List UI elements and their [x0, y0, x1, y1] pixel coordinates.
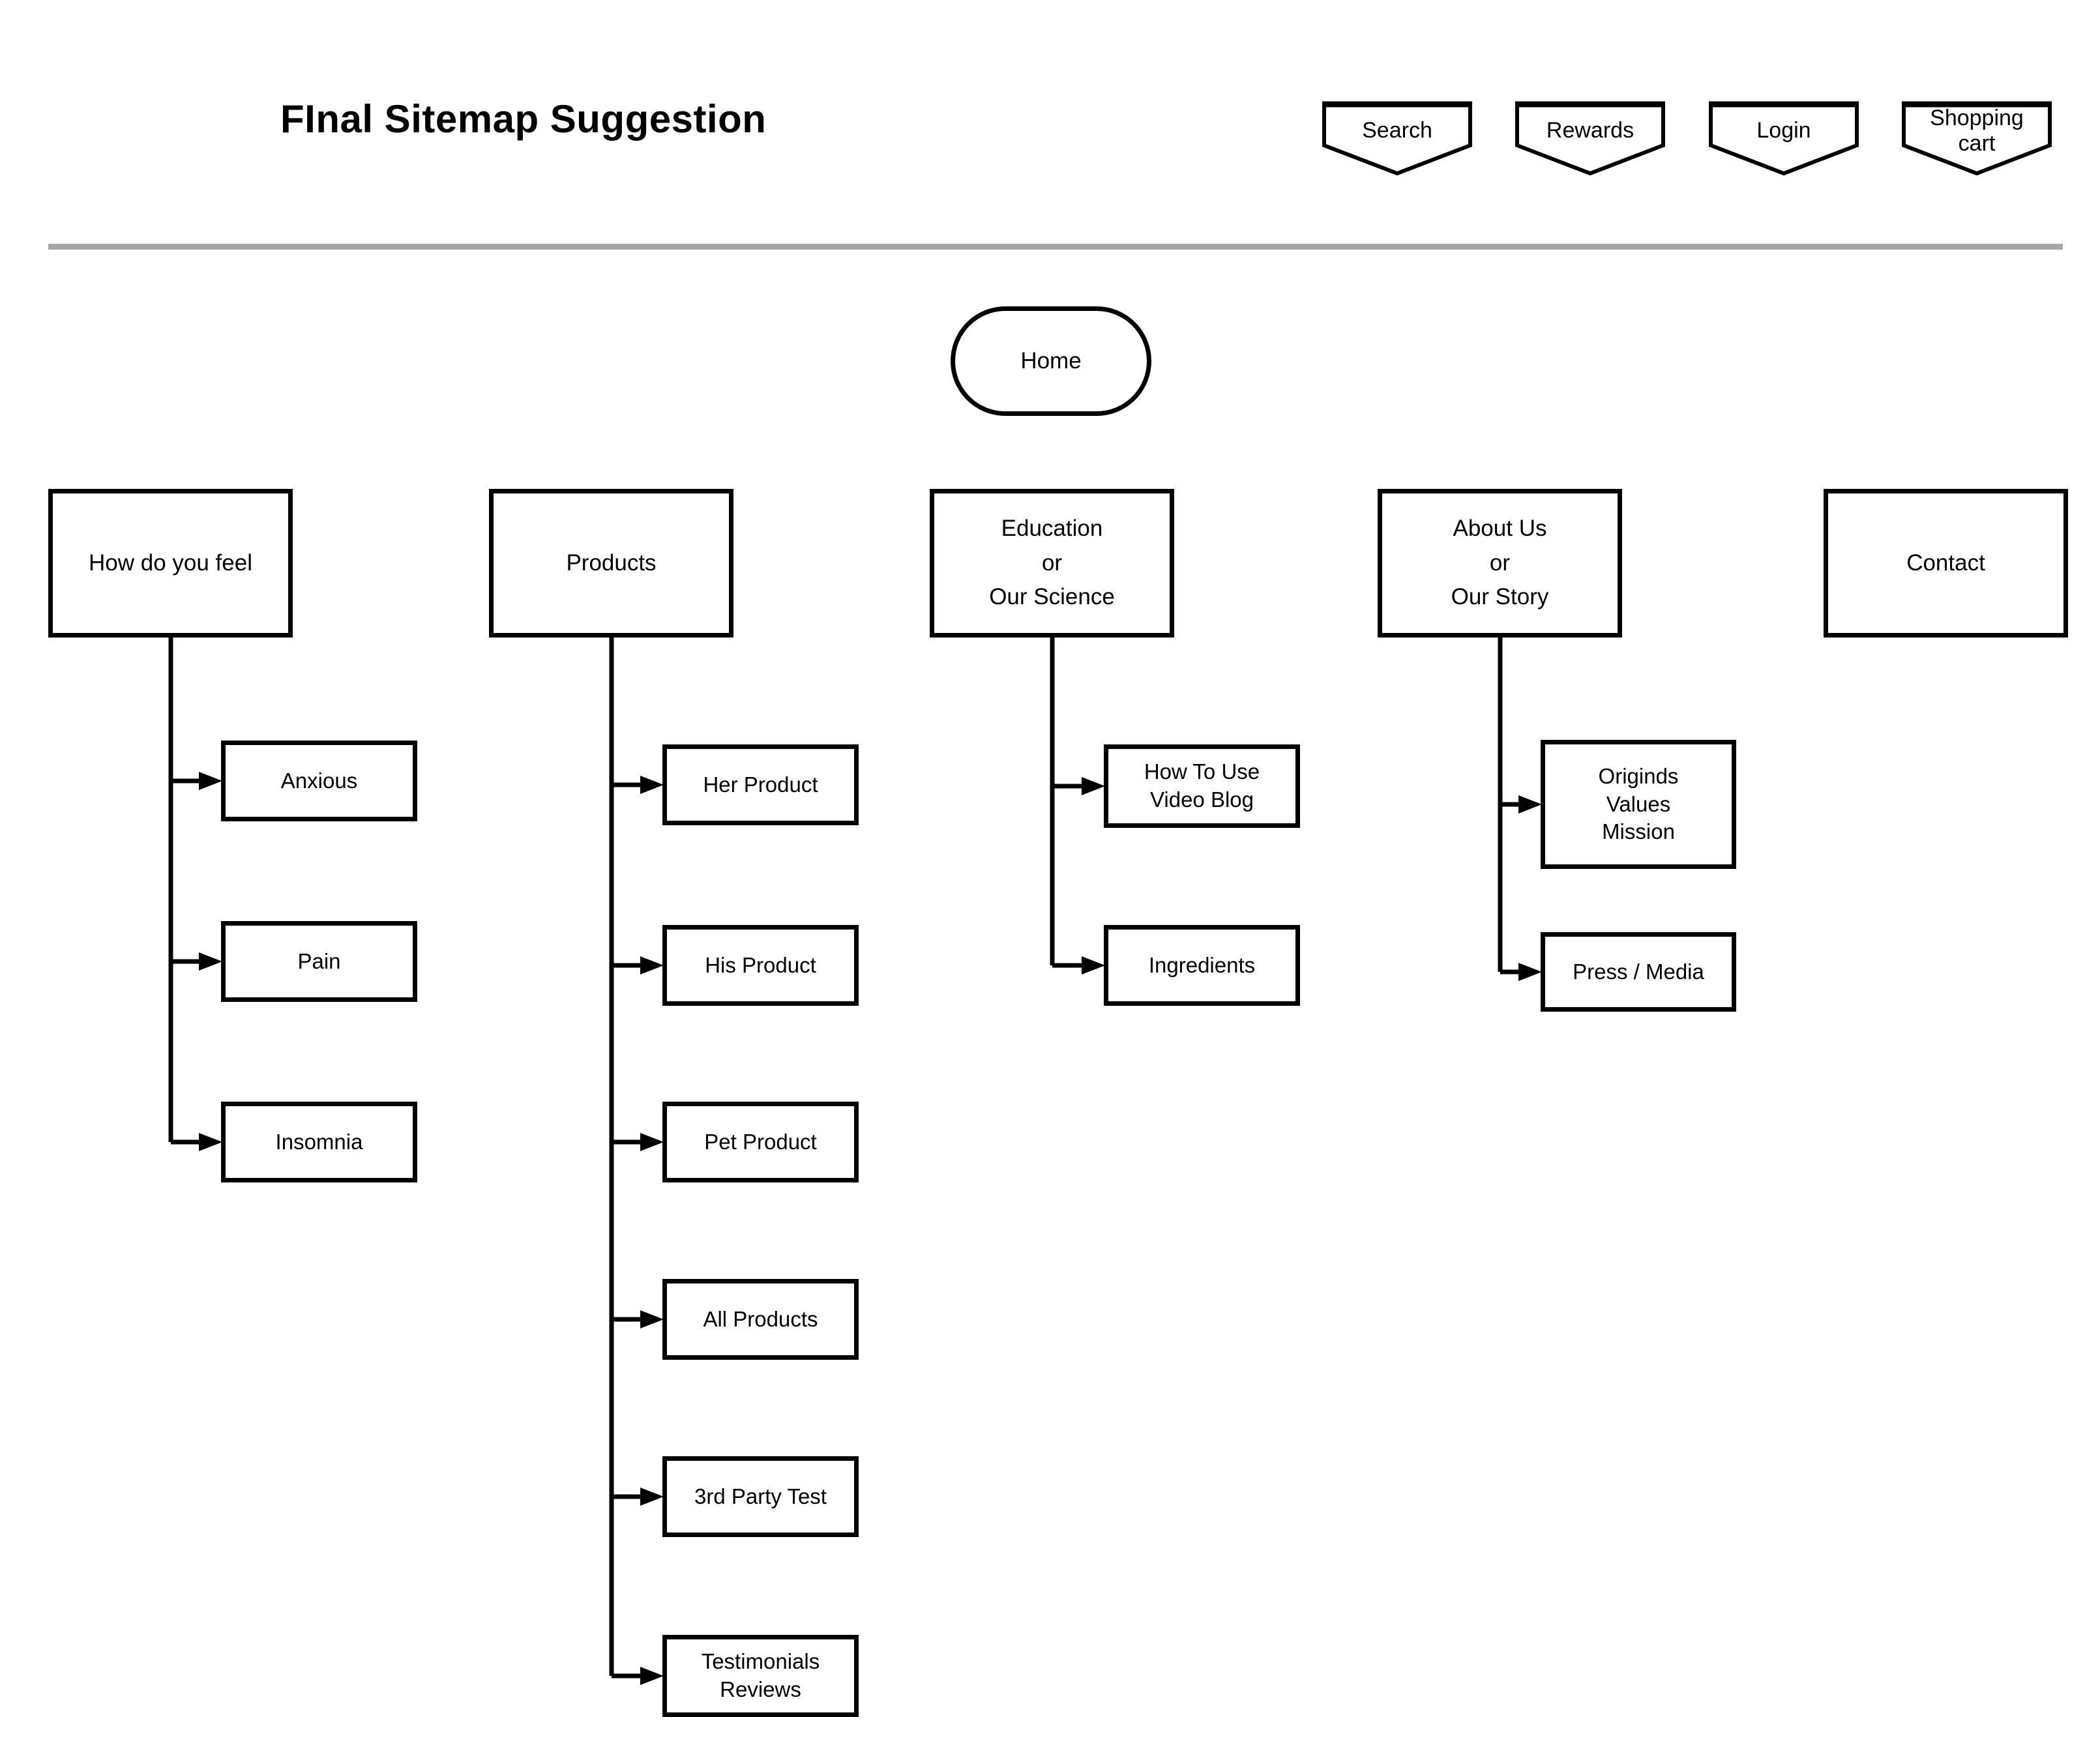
node-how-do-you-feel[interactable]: How do you feel — [48, 489, 293, 638]
node-insomnia[interactable]: Insomnia — [221, 1102, 417, 1182]
banner-label: Search — [1362, 118, 1432, 143]
node-label: How To Use Video Blog — [1144, 759, 1260, 812]
pentagon-banner-icon — [1322, 101, 1472, 176]
node-contact[interactable]: Contact — [1824, 489, 2068, 638]
node-home[interactable]: Home — [951, 306, 1151, 416]
node-label: Pain — [297, 948, 341, 973]
node-label: His Product — [705, 952, 816, 977]
node-label: How do you feel — [89, 550, 252, 576]
node-ingredients[interactable]: Ingredients — [1104, 925, 1300, 1006]
node-label: Her Product — [703, 772, 818, 797]
node-3rd-party-test[interactable]: 3rd Party Test — [662, 1456, 859, 1537]
node-label: Insomnia — [275, 1129, 363, 1154]
node-originds-values-mission[interactable]: Originds Values Mission — [1541, 740, 1736, 869]
node-his-product[interactable]: His Product — [662, 925, 859, 1006]
node-education-our-science[interactable]: Education or Our Science — [930, 489, 1174, 638]
node-about-us-our-story[interactable]: About Us or Our Story — [1378, 489, 1622, 638]
node-products[interactable]: Products — [489, 489, 733, 638]
node-label: Press / Media — [1573, 959, 1704, 984]
node-label: Testimonials Reviews — [701, 1649, 820, 1701]
node-label: Ingredients — [1148, 952, 1256, 977]
pentagon-banner-icon — [1902, 101, 2052, 176]
page-title: FInal Sitemap Suggestion — [280, 97, 767, 141]
node-label: All Products — [703, 1306, 818, 1331]
banner-search[interactable]: Search — [1322, 101, 1472, 176]
node-testimonials-reviews[interactable]: Testimonials Reviews — [662, 1635, 859, 1717]
pentagon-banner-icon — [1709, 101, 1859, 176]
node-label: Education or Our Science — [989, 516, 1115, 610]
node-pain[interactable]: Pain — [221, 921, 417, 1002]
node-pet-product[interactable]: Pet Product — [662, 1102, 859, 1182]
node-all-products[interactable]: All Products — [662, 1279, 859, 1360]
banner-rewards[interactable]: Rewards — [1515, 101, 1665, 176]
node-anxious[interactable]: Anxious — [221, 741, 417, 821]
header-divider — [48, 244, 2063, 250]
node-press-media[interactable]: Press / Media — [1541, 932, 1736, 1012]
banner-login[interactable]: Login — [1709, 101, 1859, 176]
node-label: Contact — [1906, 550, 1985, 576]
node-label: Home — [1020, 347, 1082, 374]
pentagon-banner-icon — [1515, 101, 1665, 176]
banner-label: Login — [1756, 118, 1811, 143]
node-label: Anxious — [280, 768, 358, 793]
banner-label: Rewards — [1546, 118, 1634, 143]
node-label: 3rd Party Test — [694, 1484, 827, 1508]
node-label: Originds Values Mission — [1598, 763, 1679, 844]
node-label: Pet Product — [704, 1129, 817, 1154]
node-how-to-use-video-blog[interactable]: How To Use Video Blog — [1104, 744, 1300, 828]
node-her-product[interactable]: Her Product — [662, 744, 859, 825]
banner-shopping-cart[interactable]: Shopping cart — [1902, 101, 2052, 176]
node-label: Products — [566, 550, 657, 576]
node-label: About Us or Our Story — [1451, 516, 1549, 610]
banner-label: Shopping cart — [1930, 105, 2024, 156]
